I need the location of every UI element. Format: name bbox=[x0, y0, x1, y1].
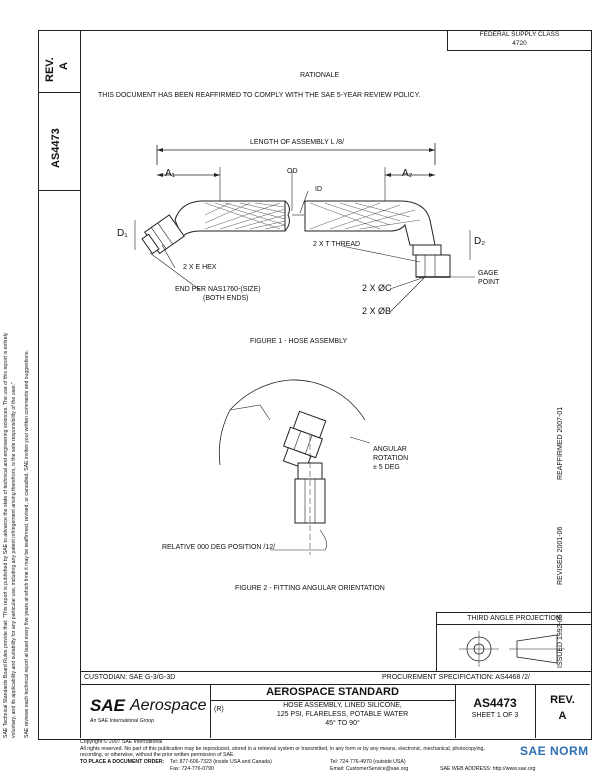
dia-c-label: 2 X ØC bbox=[362, 283, 392, 293]
doc-number-vertical: AS4473 bbox=[50, 128, 62, 168]
rev-cell: REV. A bbox=[535, 684, 590, 738]
fax: Fax: 724-776-0790 bbox=[170, 765, 214, 772]
dia-b-label: 2 X ØB bbox=[362, 306, 392, 316]
order-label: TO PLACE A DOCUMENT ORDER: bbox=[80, 758, 165, 765]
watermark: SAE NORM bbox=[520, 744, 589, 758]
federal-supply-class: FEDERAL SUPPLY CLASS 4720 bbox=[447, 30, 591, 51]
logo-aerospace: Aerospace bbox=[130, 697, 207, 714]
a2-label: A₂ bbox=[402, 168, 413, 179]
sheet-number: SHEET 1 OF 3 bbox=[471, 712, 519, 719]
end-per-label-2: (BOTH ENDS) bbox=[203, 295, 249, 302]
length-label: LENGTH OF ASSEMBLY L /8/ bbox=[250, 139, 345, 146]
description-3: 45° TO 90° bbox=[325, 720, 360, 727]
reaffirmed-date: REAFFIRMED 2007-01 bbox=[557, 406, 564, 480]
fsc-value: 4720 bbox=[512, 40, 527, 47]
hex-label: 2 X E HEX bbox=[183, 264, 217, 271]
gage-label-1: GAGE bbox=[478, 270, 499, 277]
a1-label: A₁ bbox=[165, 168, 176, 179]
tel-inside: Tel: 877-606-7323 (inside USA and Canada… bbox=[170, 758, 272, 765]
left-column bbox=[38, 30, 81, 738]
rev-label-tb: REV. bbox=[550, 694, 575, 706]
third-angle-projection: THIRD ANGLE PROJECTION bbox=[436, 612, 591, 672]
doc-number-box: AS4473 bbox=[38, 92, 80, 191]
disclaimer-line-2: voluntary, and its applicability and sui… bbox=[11, 382, 17, 738]
doc-number-cell: AS4473 SHEET 1 OF 3 bbox=[455, 684, 536, 738]
figure1-drawing bbox=[134, 143, 475, 313]
d2-label: D₂ bbox=[474, 236, 486, 247]
rev-box: REV. A bbox=[38, 30, 80, 93]
figure2-drawing bbox=[218, 379, 371, 555]
sae-logo: SAE Aerospace An SAE International Group bbox=[80, 684, 211, 738]
document-frame bbox=[38, 30, 592, 740]
id-label: ID bbox=[315, 186, 322, 193]
description-1: HOSE ASSEMBLY, LINED SILICONE, bbox=[283, 702, 402, 709]
third-angle-symbol bbox=[459, 631, 565, 667]
rights-text: All rights reserved. No part of this pub… bbox=[80, 745, 485, 752]
rev-label: REV. bbox=[44, 57, 56, 82]
title-block: SAE Aerospace An SAE International Group… bbox=[80, 684, 590, 738]
angular-label-2: ROTATION bbox=[373, 455, 409, 462]
doc-number: AS4473 bbox=[473, 696, 517, 710]
figure1-caption: FIGURE 1 - HOSE ASSEMBLY bbox=[250, 338, 348, 345]
figure2-caption: FIGURE 2 - FITTING ANGULAR ORIENTATION bbox=[235, 585, 385, 592]
email[interactable]: Email: CustomerService@sae.org bbox=[330, 765, 409, 772]
third-angle-label: THIRD ANGLE PROJECTION bbox=[437, 613, 591, 625]
web-address[interactable]: SAE WEB ADDRESS: http://www.sae.org bbox=[440, 765, 536, 772]
logo-tagline: An SAE International Group bbox=[90, 718, 155, 724]
thread-label: 2 X T THREAD bbox=[313, 241, 361, 248]
rev-value: A bbox=[58, 62, 70, 70]
angular-label-1: ANGULAR bbox=[373, 446, 407, 453]
angular-label-3: ± 5 DEG bbox=[373, 464, 400, 471]
od-label: OD bbox=[287, 168, 298, 175]
d1-label: D₁ bbox=[117, 228, 128, 239]
disclaimer-line-3: SAE reviews each technical report at lea… bbox=[24, 350, 30, 738]
gage-label-2: POINT bbox=[478, 279, 500, 286]
procurement-spec: PROCUREMENT SPECIFICATION: AS4468 /2/ bbox=[382, 674, 530, 681]
custodian-row: CUSTODIAN: SAE G-3/G-3D PROCUREMENT SPEC… bbox=[80, 671, 590, 685]
tel-outside: Tel: 724-776-4970 (outside USA) bbox=[330, 758, 406, 765]
title-middle: AEROSPACE STANDARD (R) HOSE ASSEMBLY, LI… bbox=[210, 684, 456, 738]
end-per-label-1: END PER NAS1760-(SIZE) bbox=[175, 286, 261, 293]
rev-value-tb: A bbox=[558, 710, 567, 722]
fsc-label: FEDERAL SUPPLY CLASS bbox=[479, 31, 560, 38]
logo-sae: SAE bbox=[90, 696, 125, 715]
custodian-label: CUSTODIAN: SAE G-3/G-3D bbox=[84, 674, 176, 681]
rationale-text: THIS DOCUMENT HAS BEEN REAFFIRMED TO COM… bbox=[98, 92, 421, 99]
rationale-title: RATIONALE bbox=[300, 72, 340, 79]
copyright: Copyright © 2007 SAE International bbox=[80, 739, 163, 745]
r-mark: (R) bbox=[214, 706, 224, 713]
footer: Copyright © 2007 SAE International All r… bbox=[80, 739, 590, 773]
rights-text-2: recording, or otherwise, without the pri… bbox=[80, 752, 235, 758]
description-2: 125 PSI, FLARELESS, POTABLE WATER bbox=[276, 711, 409, 718]
disclaimer-line-1: SAE Technical Standards Board Rules prov… bbox=[3, 332, 9, 738]
relative-position-label: RELATIVE 000 DEG POSITION /12/ bbox=[162, 544, 276, 551]
revised-date: REVISED 2001-06 bbox=[557, 526, 564, 585]
standard-title: AEROSPACE STANDARD bbox=[210, 686, 455, 701]
